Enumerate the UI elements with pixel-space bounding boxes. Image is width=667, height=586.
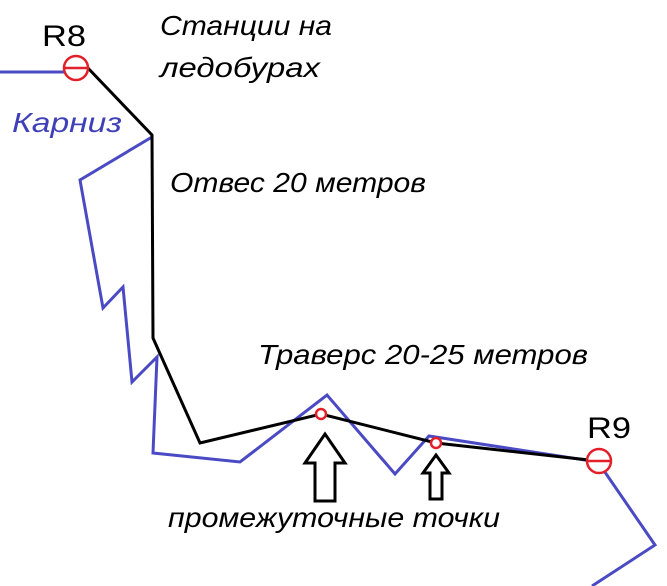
- anchor-station-r9: [585, 447, 613, 475]
- up-arrow-icon: [420, 452, 452, 501]
- protection-point-2: [429, 436, 443, 450]
- vertical-section-label: Отвес 20 метров: [170, 167, 426, 198]
- stations-label-line-1: Станции на: [160, 10, 332, 41]
- protection-point-1: [314, 407, 328, 421]
- traverse-section-label: Траверс 20-25 метров: [258, 339, 588, 370]
- anchor-label-r8: R8: [42, 20, 86, 53]
- anchor-station-r8: [62, 54, 90, 82]
- anchor-label-r9: R9: [587, 412, 631, 445]
- up-arrow-icon: [302, 431, 348, 503]
- intermediate-points-label: промежуточные точки: [168, 502, 500, 533]
- stations-label-line-2: ледобурах: [158, 52, 322, 83]
- cornice-label: Карниз: [12, 107, 122, 138]
